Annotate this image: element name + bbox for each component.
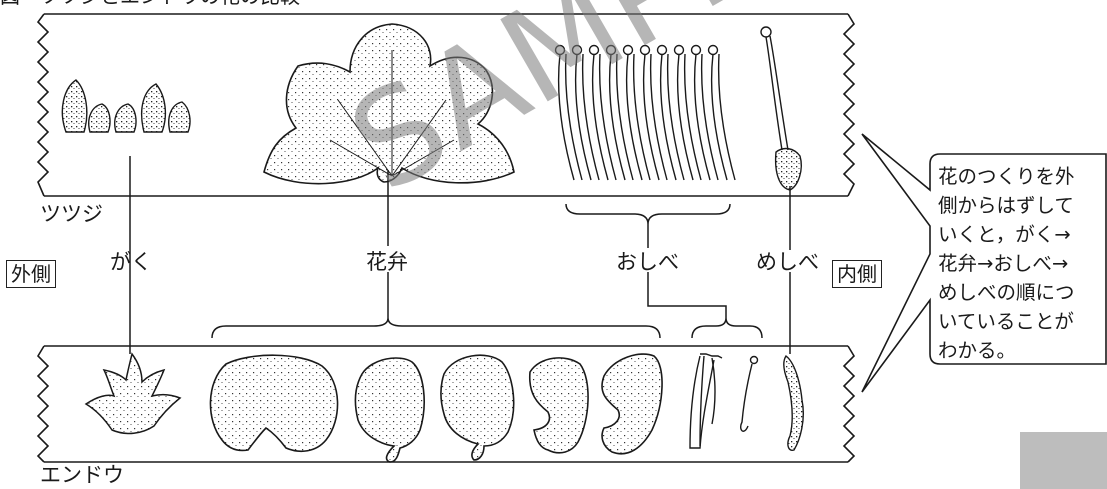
label-petal: 花弁 — [366, 252, 408, 273]
title-fragment: 図 ツツジとエンドウの花の比較 — [0, 0, 300, 8]
note-line: 花弁→おしべ→ — [938, 249, 1104, 278]
note-line: わかる。 — [938, 336, 1104, 365]
pea-sepal — [86, 354, 180, 433]
note-line: いくと，がく→ — [938, 220, 1104, 249]
note-line: 花のつくりを外 — [938, 162, 1104, 191]
label-stamen: おしべ — [616, 252, 679, 273]
note-line: めしべの順につ — [938, 278, 1104, 307]
explanation-note: 花のつくりを外 側からはずして いくと，がく→ 花弁→おしべ→ めしべの順につ … — [938, 162, 1104, 365]
note-line: いていることが — [938, 307, 1104, 336]
corner-block — [1020, 432, 1107, 489]
label-inside: 内側 — [832, 260, 882, 288]
label-sepal: がく — [110, 252, 152, 273]
label-pistil: めしべ — [756, 252, 819, 273]
azalea-sepals — [62, 80, 190, 132]
note-line: 側からはずして — [938, 191, 1104, 220]
label-azalea: ツツジ — [40, 204, 103, 225]
label-pea: エンドウ — [40, 465, 124, 486]
azalea-pistil — [761, 27, 801, 190]
pea-stamens — [690, 354, 758, 448]
pea-petals — [210, 354, 662, 462]
label-outside: 外側 — [6, 260, 56, 288]
pea-pistil — [784, 356, 803, 450]
